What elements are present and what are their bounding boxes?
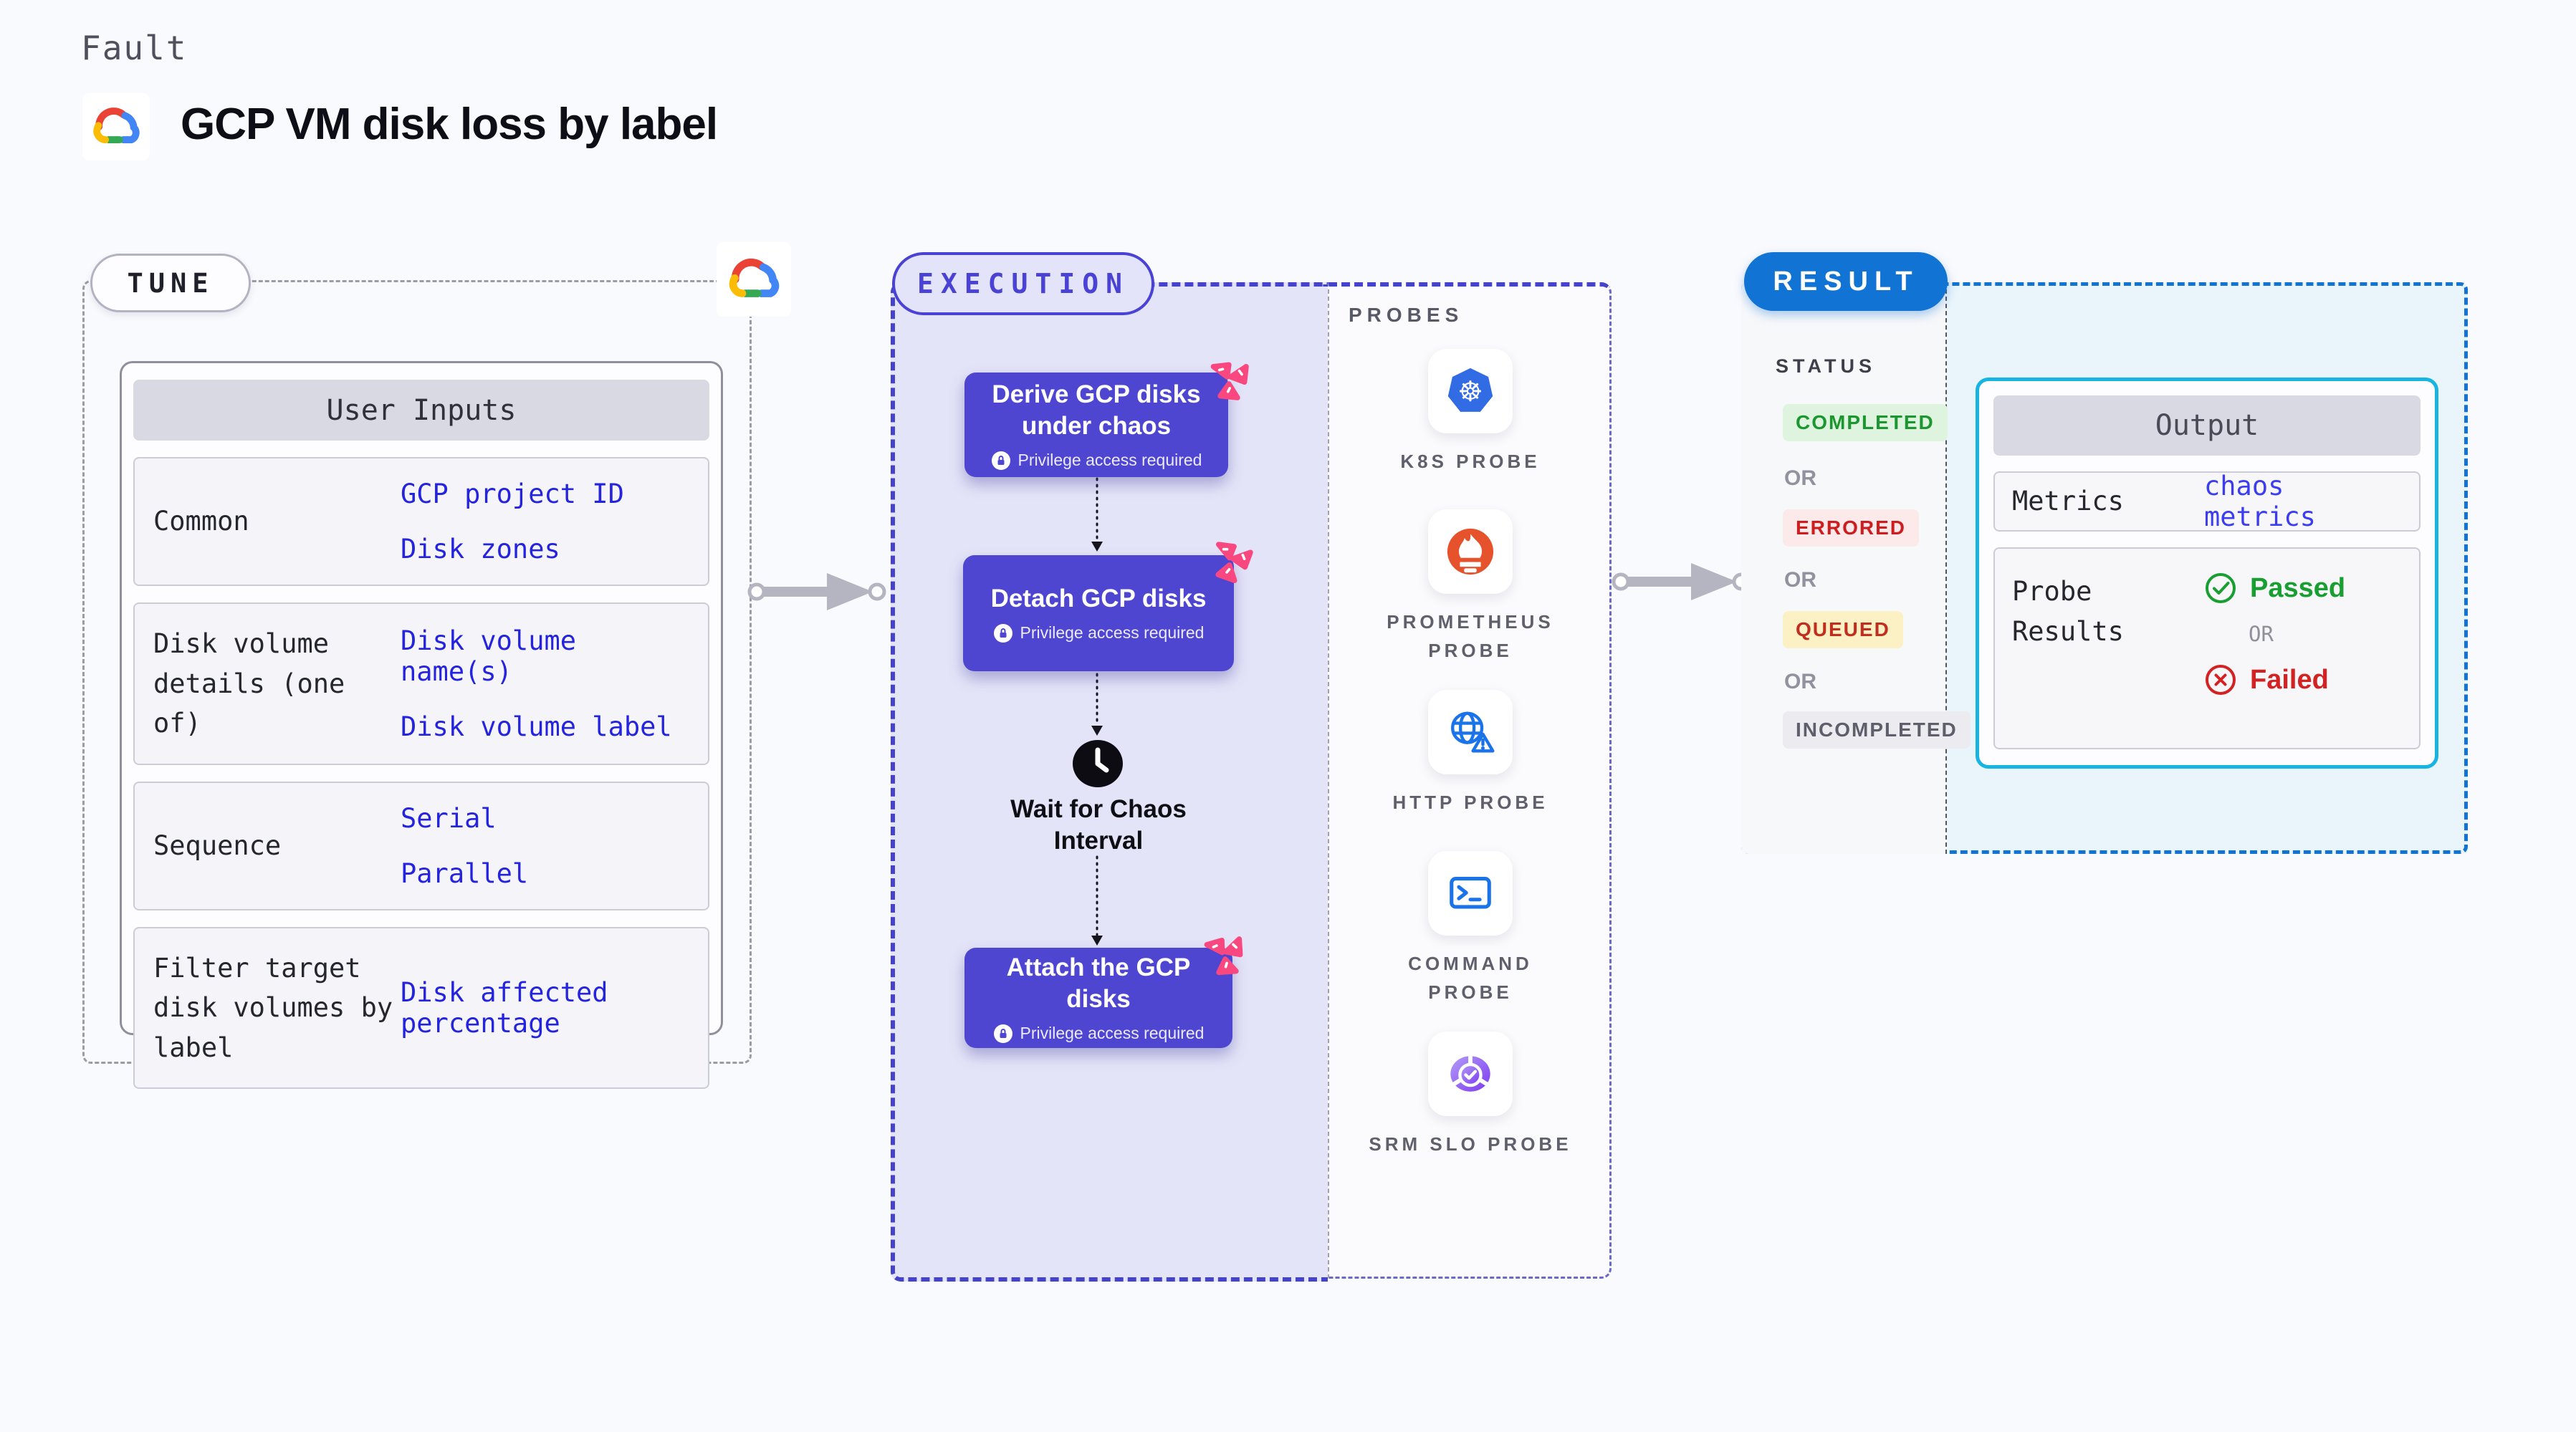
step-title: Attach the GCP disks — [1006, 953, 1191, 1013]
passed-label: Passed — [2250, 572, 2346, 603]
row-label: Sequence — [153, 830, 282, 861]
gcp-logo-small — [717, 242, 791, 317]
clock-icon — [1073, 740, 1123, 787]
row-label: Disk volume details (one of) — [153, 628, 345, 739]
user-input-row-sequence: Sequence Serial Parallel — [133, 781, 709, 910]
row-value: GCP project ID — [401, 479, 624, 509]
gcp-logo — [82, 93, 150, 160]
litmus-pinwheel-icon — [1208, 360, 1250, 401]
privilege-chip: Privilege access required — [993, 623, 1205, 643]
probe-results-label: Probe Results — [2012, 576, 2124, 647]
probes-heading: PROBES — [1349, 304, 1464, 326]
probe-label: K8S PROBE — [1400, 451, 1541, 472]
litmus-pinwheel-icon — [1200, 931, 1248, 979]
row-label: Common — [153, 506, 249, 537]
probe-results-row: Probe Results Passed OR Failed — [1993, 547, 2421, 749]
check-circle-icon — [2206, 573, 2236, 603]
page-kicker: Fault — [81, 29, 188, 67]
row-value: Disk zones — [401, 534, 560, 564]
row-label: Filter target disk volumes by label — [153, 952, 393, 1063]
status-badge-completed: COMPLETED — [1783, 404, 1948, 441]
privilege-label: Privilege access required — [1020, 623, 1205, 643]
step-detach-disks: Detach GCP disks Privilege access requir… — [963, 555, 1234, 671]
row-value: Disk affected percentage — [401, 976, 608, 1039]
probe-label: SRM SLO PROBE — [1369, 1133, 1572, 1155]
flow-connector — [1091, 855, 1103, 946]
terminal-icon — [1450, 877, 1491, 909]
lock-icon — [991, 451, 1010, 470]
probe-label: PROMETHEUS PROBE — [1387, 611, 1554, 662]
privilege-label: Privilege access required — [1018, 451, 1202, 470]
or-separator: OR — [1784, 568, 1816, 592]
metrics-row: Metrics chaos metrics — [1993, 471, 2421, 532]
probe-item-srm-slo — [1428, 1032, 1513, 1116]
step-attach-disks: Attach the GCP disks Privilege access re… — [964, 948, 1232, 1048]
status-badge-queued: QUEUED — [1783, 611, 1903, 648]
probe-label: HTTP PROBE — [1392, 792, 1548, 813]
passed-line: Passed — [2204, 572, 2345, 605]
probe-label: COMMAND PROBE — [1408, 953, 1533, 1004]
status-column — [1741, 282, 1947, 854]
metrics-value: chaos metrics — [2204, 471, 2316, 532]
user-inputs-card: User Inputs Common GCP project ID Disk z… — [120, 361, 723, 1089]
step-title: Detach GCP disks — [990, 585, 1207, 613]
gcp-logo-icon — [90, 103, 143, 150]
probe-item-prometheus — [1428, 509, 1513, 594]
probe-item-http — [1428, 690, 1513, 774]
gcp-logo-icon — [725, 254, 782, 304]
failed-label: Failed — [2250, 664, 2329, 695]
output-header: Output — [1993, 395, 2421, 456]
kubernetes-wheel-icon: ☸ — [1447, 367, 1493, 412]
privilege-label: Privilege access required — [1020, 1024, 1205, 1043]
metrics-label: Metrics — [2012, 486, 2124, 517]
probe-item-command — [1428, 851, 1513, 936]
status-heading: STATUS — [1776, 355, 1876, 377]
x-circle-icon — [2206, 665, 2236, 695]
execution-badge: EXECUTION — [892, 252, 1154, 315]
flow-arrow-icon — [745, 564, 892, 619]
status-badge-incompleted: INCOMPLETED — [1783, 711, 1971, 749]
row-value: Serial — [401, 802, 497, 834]
tune-badge: TUNE — [90, 254, 251, 312]
user-inputs-header: User Inputs — [133, 380, 709, 441]
slo-donut-check-icon — [1450, 1054, 1490, 1092]
result-badge: RESULT — [1744, 252, 1948, 311]
http-globe-warning-icon — [1451, 711, 1495, 753]
status-badge-errored: ERRORED — [1783, 509, 1920, 547]
wait-for-chaos-label: Wait for Chaos Interval — [1010, 795, 1187, 855]
user-input-row-common: Common GCP project ID Disk zones — [133, 457, 709, 586]
step-derive-disks: Derive GCP disks under chaos Privilege a… — [964, 373, 1228, 477]
prometheus-flame-icon — [1447, 528, 1494, 575]
row-value: Parallel — [401, 857, 529, 889]
failed-line: Failed — [2204, 663, 2345, 696]
lock-icon — [993, 1024, 1012, 1043]
lock-icon — [993, 623, 1012, 643]
row-value: Disk volume name(s) — [401, 625, 577, 687]
probe-item-k8s: ☸ — [1428, 349, 1513, 433]
flow-arrow-icon — [1609, 554, 1756, 609]
step-title: Derive GCP disks under chaos — [992, 380, 1201, 440]
flow-connector — [1091, 673, 1103, 736]
page-title: GCP VM disk loss by label — [181, 100, 718, 149]
svg-text:☸: ☸ — [1457, 375, 1483, 408]
flow-connector — [1091, 477, 1103, 552]
or-separator: OR — [2249, 622, 2274, 646]
privilege-chip: Privilege access required — [993, 1024, 1205, 1044]
or-separator: OR — [1784, 466, 1816, 490]
or-separator: OR — [1784, 670, 1816, 693]
user-input-row-disk-volume: Disk volume details (one of) Disk volume… — [133, 602, 709, 765]
privilege-chip: Privilege access required — [991, 451, 1202, 471]
row-value: Disk volume label — [401, 711, 672, 742]
output-panel: Output Metrics chaos metrics Probe Resul… — [1976, 378, 2438, 769]
user-input-row-filter: Filter target disk volumes by label Disk… — [133, 926, 709, 1089]
